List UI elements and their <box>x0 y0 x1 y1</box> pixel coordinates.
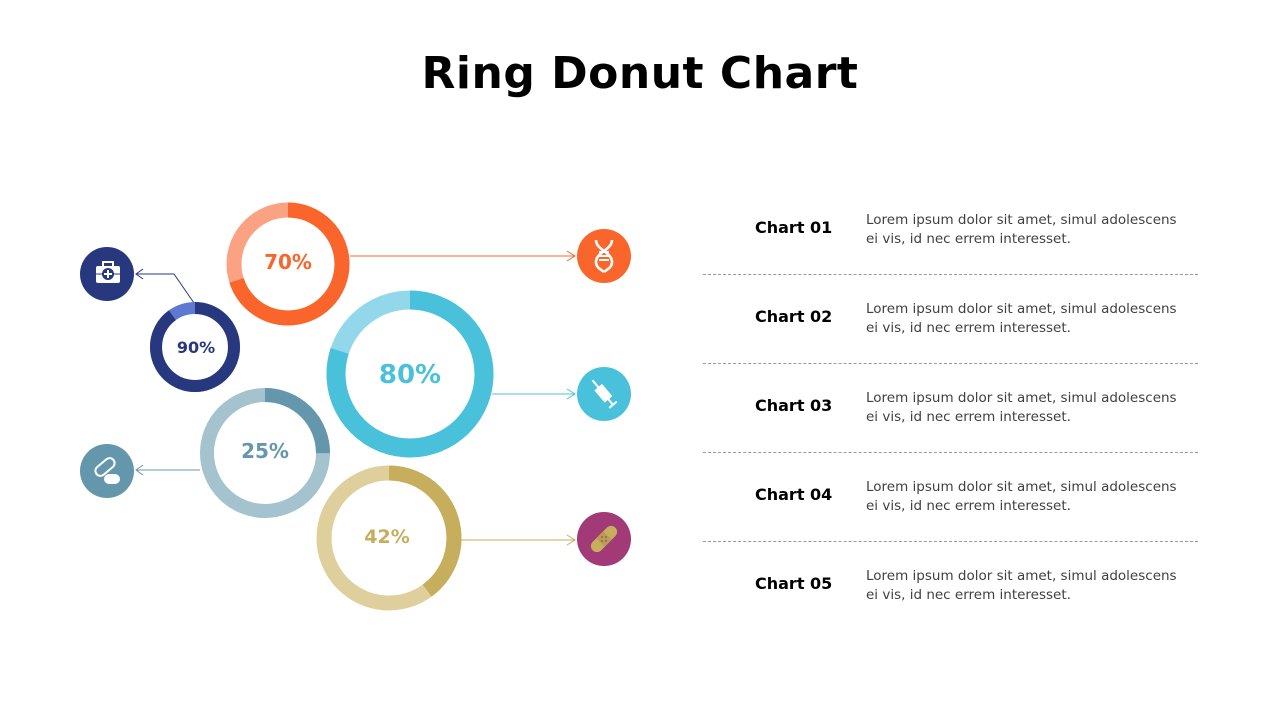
legend-name: Chart 03 <box>755 396 833 415</box>
legend-desc: Lorem ipsum dolor sit amet, simul adoles… <box>866 568 1177 603</box>
legend-desc: Lorem ipsum dolor sit amet, simul adoles… <box>866 479 1177 514</box>
ring-label-05: 42% <box>364 526 409 548</box>
pills-icon <box>80 444 134 498</box>
legend-row-04: Chart 04 Lorem ipsum dolor sit amet, sim… <box>703 453 1198 542</box>
legend-row-01: Chart 01 Lorem ipsum dolor sit amet, sim… <box>703 186 1198 275</box>
ring-label-04: 25% <box>241 439 289 463</box>
legend-desc: Lorem ipsum dolor sit amet, simul adoles… <box>866 212 1177 247</box>
ring-chart-03: 80% <box>326 290 494 458</box>
legend-row-05: Chart 05 Lorem ipsum dolor sit amet, sim… <box>703 542 1198 630</box>
page-title: Ring Donut Chart <box>421 48 859 99</box>
ring-label-01: 70% <box>264 250 312 274</box>
first-aid-kit-icon <box>80 247 134 301</box>
legend-desc: Lorem ipsum dolor sit amet, simul adoles… <box>866 390 1177 425</box>
legend-name: Chart 05 <box>755 574 833 593</box>
dna-icon <box>577 229 631 283</box>
connectors <box>135 250 576 546</box>
ring-label-03: 80% <box>379 360 441 390</box>
bandage-icon <box>577 512 631 566</box>
legend-row-02: Chart 02 Lorem ipsum dolor sit amet, sim… <box>703 275 1198 364</box>
legend-list: Chart 01 Lorem ipsum dolor sit amet, sim… <box>703 186 1198 630</box>
syringe-icon <box>577 367 631 421</box>
ring-chart-02: 90% <box>150 302 240 392</box>
legend-name: Chart 02 <box>755 307 833 326</box>
legend-row-03: Chart 03 Lorem ipsum dolor sit amet, sim… <box>703 364 1198 453</box>
ring-chart-04: 25% <box>200 388 330 518</box>
legend-name: Chart 01 <box>755 218 833 237</box>
ring-chart-01: 70% <box>226 202 350 326</box>
ring-label-02: 90% <box>177 338 215 357</box>
ring-chart-05: 42% <box>316 465 462 611</box>
legend-desc: Lorem ipsum dolor sit amet, simul adoles… <box>866 301 1177 336</box>
legend-name: Chart 04 <box>755 485 833 504</box>
